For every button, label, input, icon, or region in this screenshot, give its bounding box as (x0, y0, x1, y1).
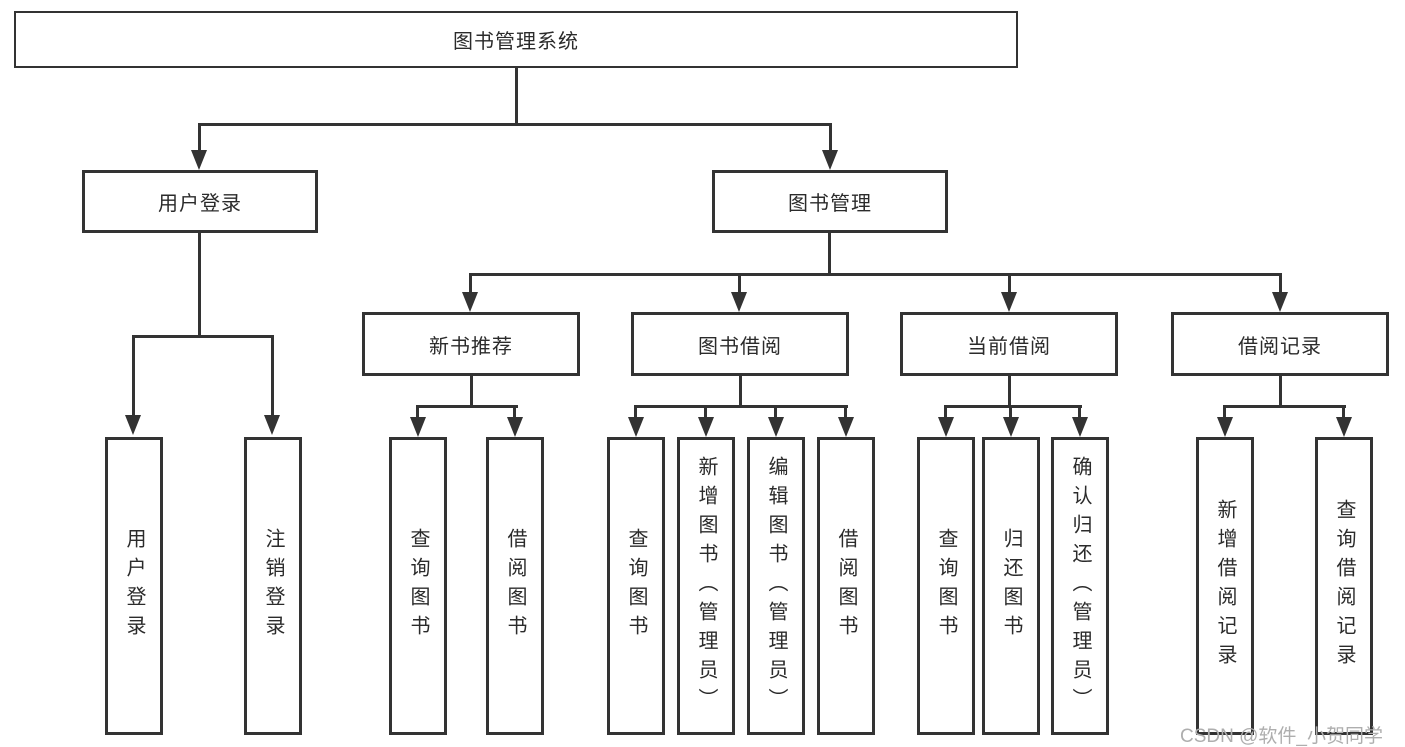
leaf-add-books-admin-label: 新增图书（管理员） (695, 455, 717, 717)
node-book-management: 图书管理 (712, 170, 948, 233)
connector-line (198, 233, 201, 338)
arrowhead-icon (628, 417, 644, 437)
arrowhead-icon (1217, 417, 1233, 437)
connector-line (704, 405, 707, 419)
connector-line (1008, 376, 1011, 408)
leaf-query-books-2-label: 查询图书 (625, 528, 647, 644)
connector-line (513, 405, 516, 419)
node-new-book-recommend: 新书推荐 (362, 312, 580, 376)
csdn-watermark: CSDN @软件_小贺同学 (1180, 726, 1383, 747)
connector-line (634, 405, 637, 419)
node-user-login-label: 用户登录 (158, 193, 242, 215)
arrowhead-icon (1072, 417, 1088, 437)
leaf-query-books-2: 查询图书 (607, 437, 665, 735)
arrowhead-icon (938, 417, 954, 437)
arrowhead-icon (264, 415, 280, 435)
node-book-borrow: 图书借阅 (631, 312, 849, 376)
connector-line (634, 405, 848, 408)
connector-line (1008, 273, 1011, 294)
arrowhead-icon (698, 417, 714, 437)
leaf-confirm-return-admin-label: 确认归还（管理员） (1069, 455, 1091, 717)
node-root-system: 图书管理系统 (14, 11, 1018, 68)
leaf-user-login: 用户登录 (105, 437, 163, 735)
leaf-borrow-books-2-label: 借阅图书 (835, 528, 857, 644)
leaf-query-borrow-record: 查询借阅记录 (1315, 437, 1373, 735)
arrowhead-icon (191, 150, 207, 170)
arrowhead-icon (838, 417, 854, 437)
connector-line (1342, 405, 1345, 419)
connector-line (1279, 273, 1282, 294)
connector-line (1223, 405, 1346, 408)
node-current-borrow-label: 当前借阅 (967, 335, 1051, 358)
node-borrow-records-label: 借阅记录 (1238, 335, 1322, 358)
arrowhead-icon (1003, 417, 1019, 437)
leaf-query-books-3: 查询图书 (917, 437, 975, 735)
connector-line (1078, 405, 1081, 419)
node-new-book-recommend-label: 新书推荐 (429, 335, 513, 358)
connector-line (1223, 405, 1226, 419)
connector-line (944, 405, 947, 419)
connector-line (1279, 376, 1282, 408)
connector-line (774, 405, 777, 419)
connector-line (416, 405, 518, 408)
leaf-user-login-label: 用户登录 (123, 528, 145, 644)
leaf-add-books-admin: 新增图书（管理员） (677, 437, 735, 735)
node-book-borrow-label: 图书借阅 (698, 335, 782, 358)
leaf-query-books-3-label: 查询图书 (935, 528, 957, 644)
arrowhead-icon (822, 150, 838, 170)
leaf-edit-books-admin-label: 编辑图书（管理员） (765, 455, 787, 717)
connector-line (469, 273, 472, 294)
arrowhead-icon (1336, 417, 1352, 437)
arrowhead-icon (1001, 292, 1017, 312)
node-user-login: 用户登录 (82, 170, 318, 233)
leaf-edit-books-admin: 编辑图书（管理员） (747, 437, 805, 735)
leaf-add-borrow-record-label: 新增借阅记录 (1214, 499, 1236, 673)
arrowhead-icon (125, 415, 141, 435)
connector-line (828, 233, 831, 276)
leaf-logout-label: 注销登录 (262, 528, 284, 644)
connector-line (829, 123, 832, 152)
leaf-return-books-label: 归还图书 (1000, 528, 1022, 644)
node-current-borrow: 当前借阅 (900, 312, 1118, 376)
leaf-return-books: 归还图书 (982, 437, 1040, 735)
connector-line (198, 123, 201, 152)
arrowhead-icon (410, 417, 426, 437)
arrowhead-icon (462, 292, 478, 312)
leaf-query-borrow-record-label: 查询借阅记录 (1333, 499, 1355, 673)
arrowhead-icon (507, 417, 523, 437)
connector-line (844, 405, 847, 419)
leaf-borrow-books-2: 借阅图书 (817, 437, 875, 735)
connector-line (944, 405, 1082, 408)
arrowhead-icon (1272, 292, 1288, 312)
connector-line (515, 68, 518, 126)
connector-line (1009, 405, 1012, 419)
leaf-query-books-1: 查询图书 (389, 437, 447, 735)
arrowhead-icon (731, 292, 747, 312)
arrowhead-icon (768, 417, 784, 437)
connector-line (132, 335, 135, 417)
connector-line (738, 273, 741, 294)
connector-line (470, 376, 473, 408)
leaf-confirm-return-admin: 确认归还（管理员） (1051, 437, 1109, 735)
leaf-logout: 注销登录 (244, 437, 302, 735)
node-root-label: 图书管理系统 (453, 31, 579, 53)
connector-line (469, 273, 1282, 276)
connector-line (199, 123, 832, 126)
connector-line (271, 335, 274, 417)
connector-line (132, 335, 274, 338)
connector-line (739, 376, 742, 408)
leaf-borrow-books-1-label: 借阅图书 (504, 528, 526, 644)
leaf-borrow-books-1: 借阅图书 (486, 437, 544, 735)
leaf-add-borrow-record: 新增借阅记录 (1196, 437, 1254, 735)
node-book-management-label: 图书管理 (788, 193, 872, 215)
leaf-query-books-1-label: 查询图书 (407, 528, 429, 644)
node-borrow-records: 借阅记录 (1171, 312, 1389, 376)
connector-line (416, 405, 419, 419)
